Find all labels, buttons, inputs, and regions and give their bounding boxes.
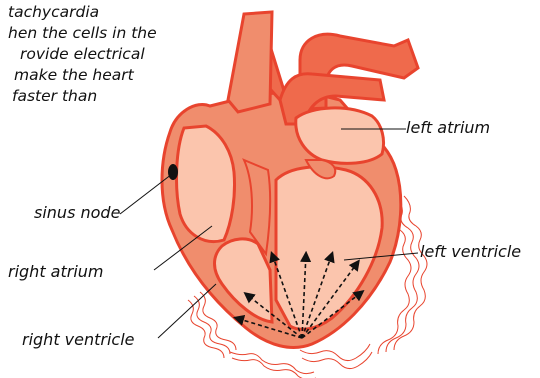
label-right-atrium: right atrium: [8, 262, 104, 281]
label-left-atrium: left atrium: [406, 118, 490, 137]
superior-vena-cava: [228, 12, 272, 112]
left-ventricle-chamber: [276, 167, 382, 329]
label-left-ventricle: left ventricle: [420, 242, 521, 261]
label-sinus-node: sinus node: [34, 203, 120, 222]
label-right-ventricle: right ventricle: [22, 330, 135, 349]
sinus-node-dot: [168, 164, 178, 180]
right-atrium-chamber: [177, 126, 235, 242]
